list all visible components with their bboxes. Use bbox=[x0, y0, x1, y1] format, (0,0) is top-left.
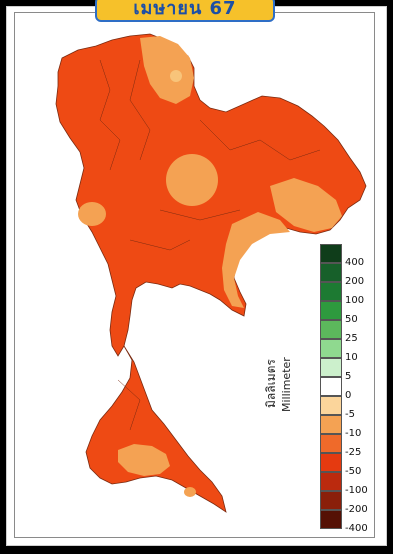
patch-north bbox=[140, 36, 194, 104]
legend-label: -50 bbox=[345, 466, 362, 477]
legend-swatch bbox=[320, 358, 342, 377]
thailand-south bbox=[85, 345, 227, 513]
patch-southeast bbox=[222, 212, 290, 308]
legend-swatch bbox=[320, 377, 342, 396]
legend-swatch bbox=[320, 434, 342, 453]
legend-label: 0 bbox=[345, 390, 352, 401]
legend-label: 400 bbox=[345, 257, 365, 268]
legend-label: 5 bbox=[345, 371, 352, 382]
legend-swatch bbox=[320, 415, 342, 434]
legend-label: 100 bbox=[345, 295, 365, 306]
legend-unit-thai: มิลลิเมตร bbox=[264, 359, 278, 408]
legend-label: -10 bbox=[345, 428, 362, 439]
legend-swatch bbox=[320, 263, 342, 282]
patch-east bbox=[270, 178, 342, 232]
legend-label: 50 bbox=[345, 314, 358, 325]
legend-label: -400 bbox=[345, 523, 368, 534]
patch-center bbox=[166, 154, 218, 206]
patch-west bbox=[78, 202, 106, 226]
patch-south bbox=[118, 444, 170, 476]
legend-label: 10 bbox=[345, 352, 358, 363]
legend-label: -200 bbox=[345, 504, 368, 515]
legend-swatch bbox=[320, 244, 342, 263]
patch-south-small bbox=[184, 487, 196, 497]
legend-swatch bbox=[320, 282, 342, 301]
legend-unit-english: Millimeter bbox=[280, 357, 293, 412]
legend-swatch bbox=[320, 320, 342, 339]
legend-label: 200 bbox=[345, 276, 365, 287]
legend-swatch bbox=[320, 396, 342, 415]
legend-swatch bbox=[320, 453, 342, 472]
legend-swatch bbox=[320, 510, 342, 529]
legend-label: 25 bbox=[345, 333, 358, 344]
patch-north-inner bbox=[170, 70, 182, 82]
legend-label: -5 bbox=[345, 409, 355, 420]
legend-swatch bbox=[320, 301, 342, 320]
legend-label: -25 bbox=[345, 447, 362, 458]
legend-swatch bbox=[320, 339, 342, 358]
legend-label: -100 bbox=[345, 485, 368, 496]
legend-swatch bbox=[320, 472, 342, 491]
province-boundaries bbox=[99, 59, 321, 431]
legend-swatch bbox=[320, 491, 342, 510]
map-title: เมษายน 67 bbox=[95, 0, 275, 22]
